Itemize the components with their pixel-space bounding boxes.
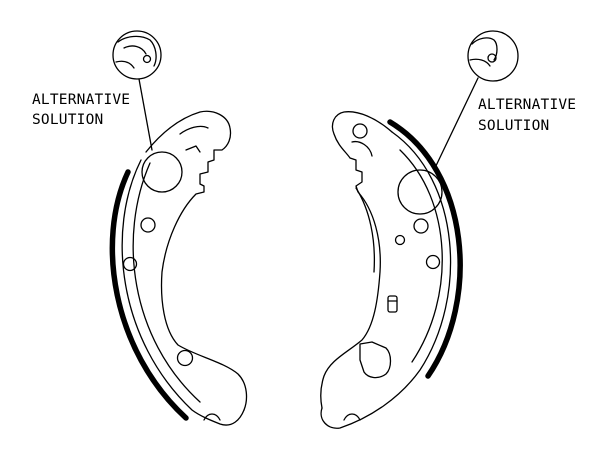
left-friction-lining <box>109 169 189 421</box>
right-callout-leader <box>433 77 479 171</box>
left-hole-middle <box>122 256 138 272</box>
right-callout-hole <box>487 53 497 63</box>
right-alternative-callout <box>433 30 519 171</box>
right-web-inner-line <box>351 140 376 273</box>
right-shoe-rim-outer <box>320 131 452 429</box>
left-detail-circle <box>141 151 183 193</box>
right-brake-shoe <box>320 111 463 429</box>
left-label-line2: SOLUTION <box>32 112 103 128</box>
right-hole-top <box>352 123 368 139</box>
right-friction-lining <box>387 119 463 379</box>
right-hole-middle <box>425 254 441 270</box>
right-label-line1: ALTERNATIVE <box>478 97 576 113</box>
left-alternative-callout <box>112 30 162 151</box>
left-callout-hole <box>142 54 152 64</box>
left-shoe-web <box>145 110 248 411</box>
right-hole-small <box>394 234 406 246</box>
left-brake-shoe <box>109 110 248 426</box>
right-callout-circle <box>467 30 519 82</box>
right-label-line2: SOLUTION <box>478 118 549 134</box>
right-hole-upper <box>413 218 429 234</box>
labels: ALTERNATIVE SOLUTION ALTERNATIVE SOLUTIO… <box>32 92 576 134</box>
left-spring-slot <box>203 413 221 421</box>
right-adjuster-pin <box>387 295 398 313</box>
left-label-line1: ALTERNATIVE <box>32 92 130 108</box>
left-callout-detail <box>115 35 157 69</box>
left-hole-lower <box>176 349 194 367</box>
left-shoe-rim-outer <box>121 159 245 426</box>
right-detail-circle <box>397 169 443 215</box>
left-hole-upper <box>140 217 156 233</box>
left-web-notch <box>179 125 209 153</box>
right-anchor-block <box>359 341 392 379</box>
right-shoe-web <box>320 111 393 409</box>
left-callout-leader <box>138 78 153 151</box>
left-callout-circle <box>112 30 162 80</box>
right-spring-slot <box>343 413 361 421</box>
right-callout-detail <box>469 37 498 67</box>
left-shoe-rim-inner <box>132 162 201 403</box>
